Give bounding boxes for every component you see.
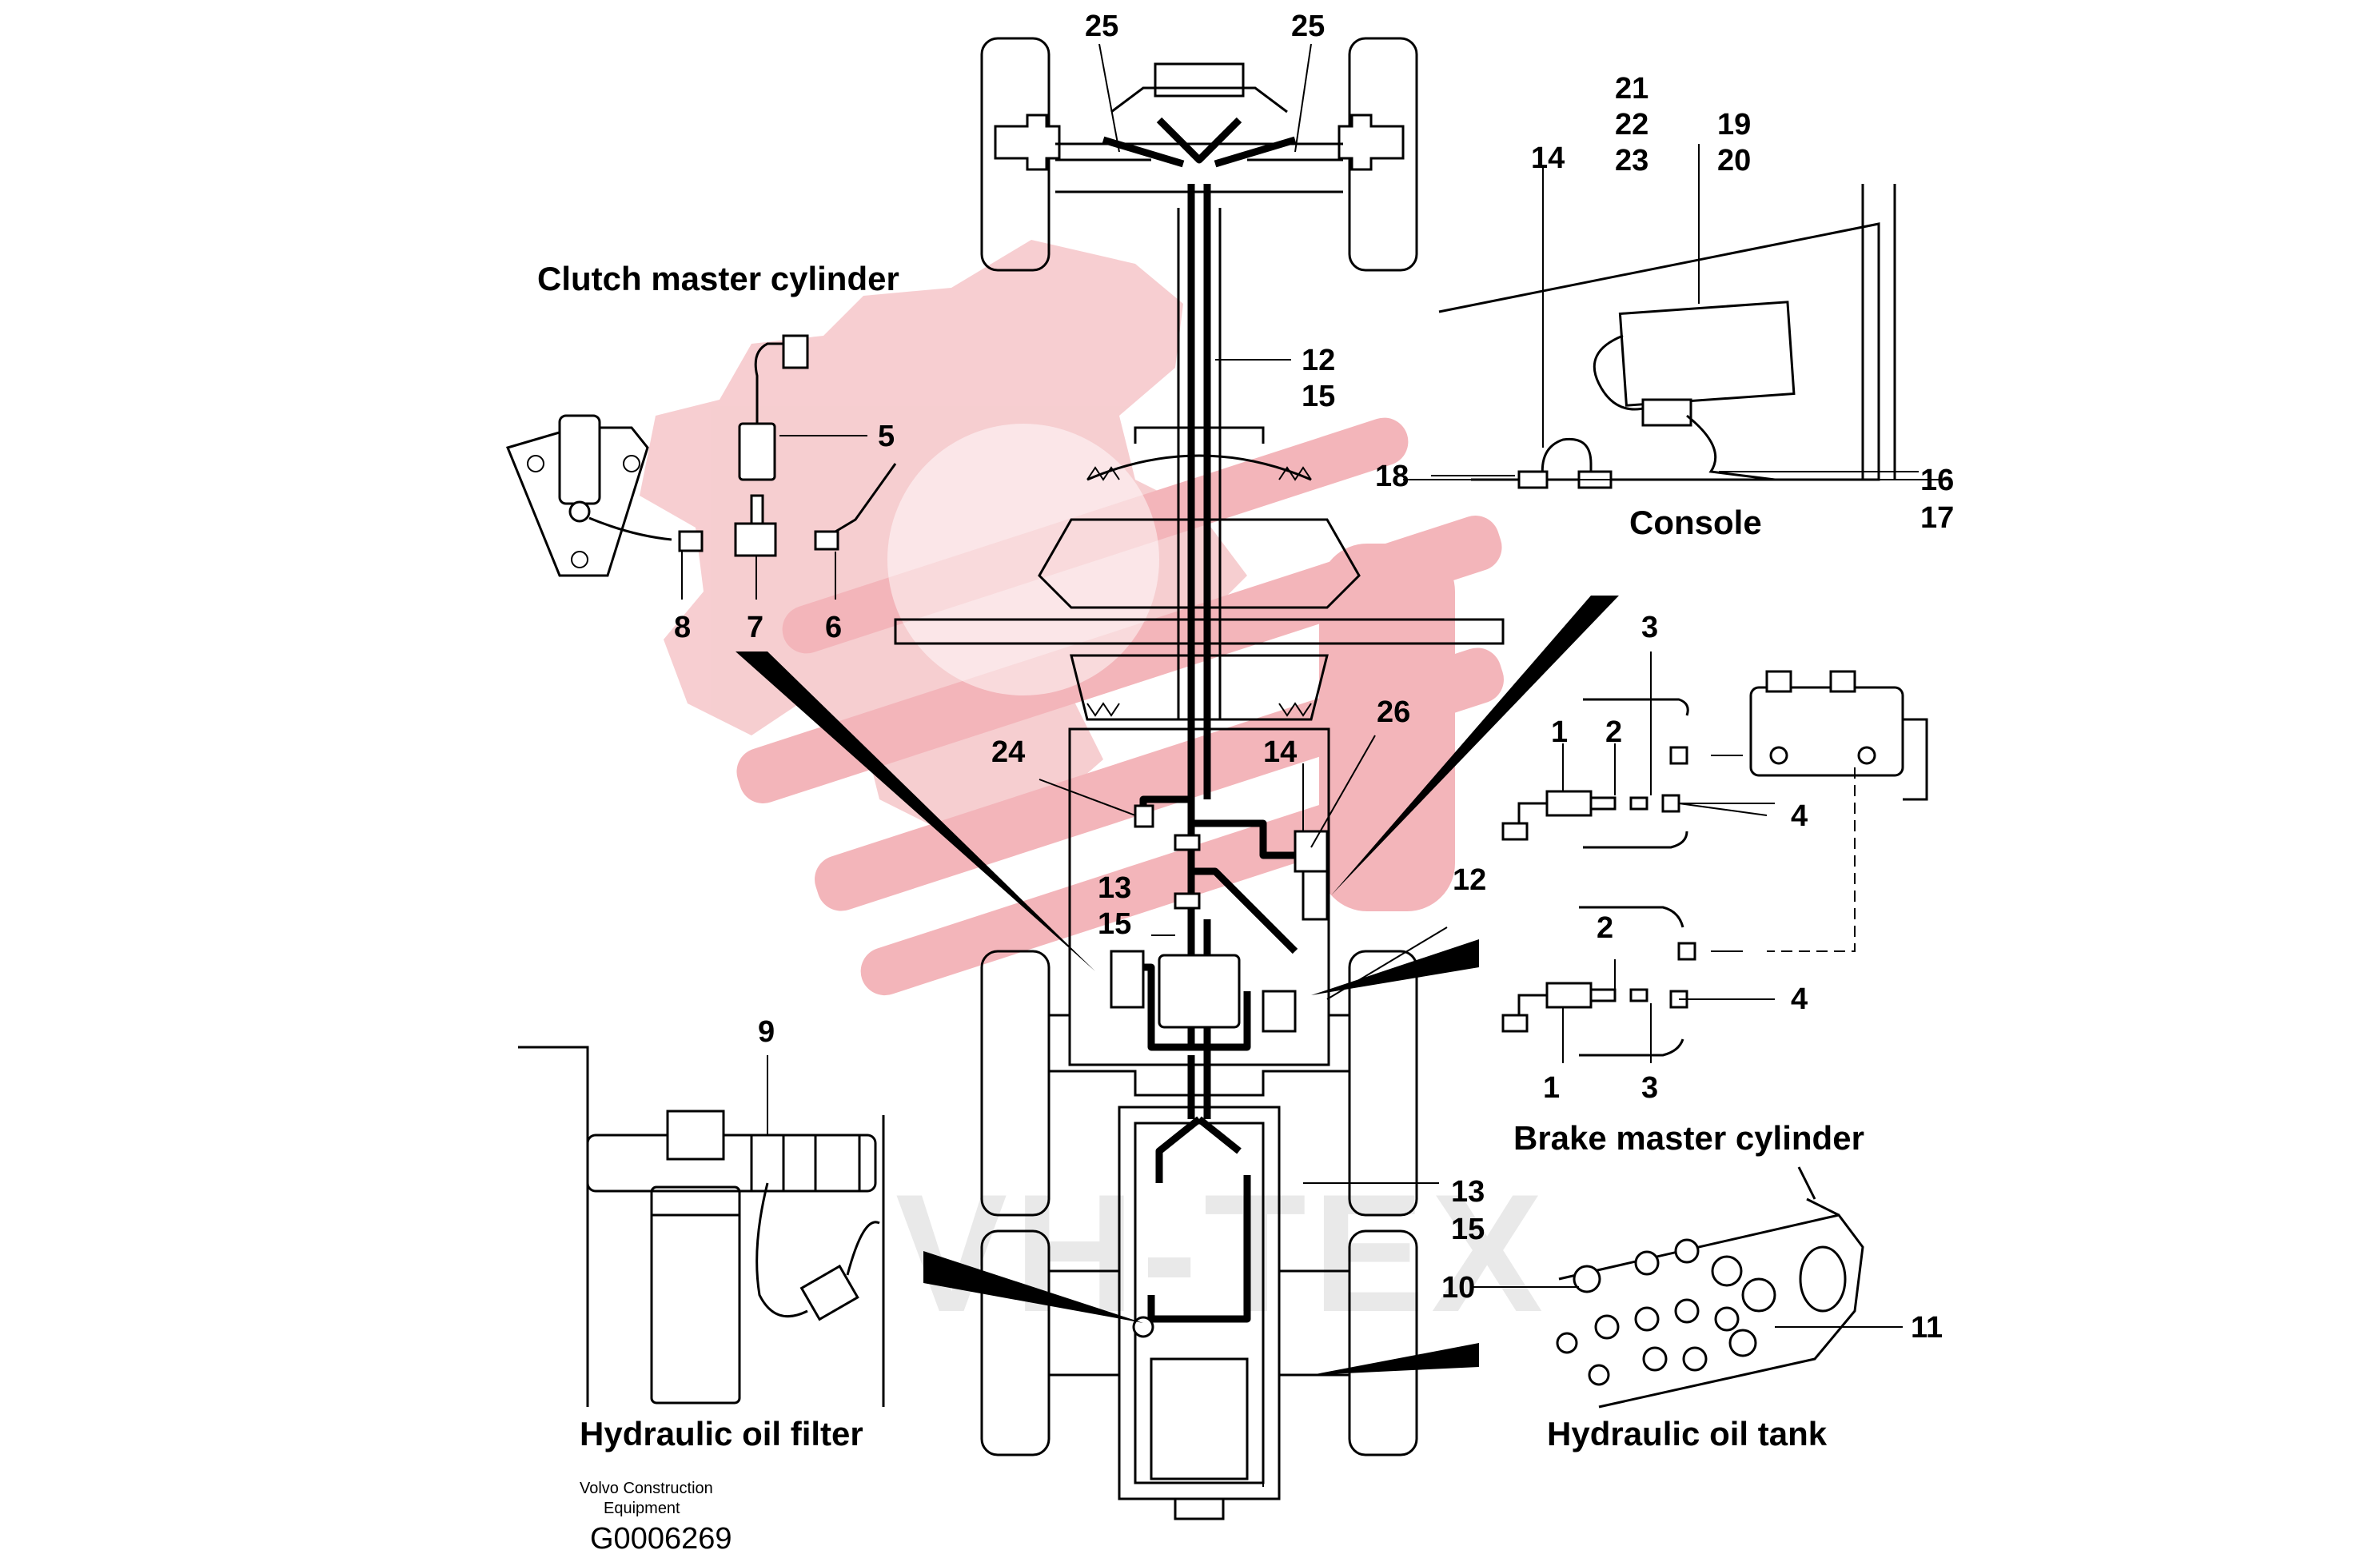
callout-7: 7	[747, 611, 763, 644]
maker-line2: Equipment	[604, 1500, 680, 1517]
callout-3: 3	[1641, 1071, 1658, 1105]
callout-12: 12	[1453, 863, 1486, 897]
maker-line1: Volvo Construction	[580, 1480, 713, 1497]
callout-2: 2	[1597, 911, 1613, 945]
section-titles: Clutch master cylinder Console Brake mas…	[537, 260, 1864, 1452]
callout-13: 13	[1451, 1175, 1485, 1209]
title-hydraulic-oil-tank: Hydraulic oil tank	[1547, 1415, 1828, 1452]
callout-1: 1	[1543, 1071, 1560, 1105]
callout-9: 9	[758, 1015, 775, 1049]
drawing-code: G0006269	[590, 1522, 732, 1556]
title-hydraulic-oil-filter: Hydraulic oil filter	[580, 1415, 863, 1452]
callout-11: 11	[1911, 1311, 1943, 1345]
callout-14: 14	[1531, 141, 1565, 175]
callout-16: 16	[1920, 464, 1954, 497]
console-detail	[1403, 144, 1919, 489]
hydraulic-oil-tank-detail	[1471, 1166, 1903, 1409]
callout-20: 20	[1717, 144, 1751, 177]
callout-25: 25	[1085, 10, 1118, 43]
callout-2: 2	[1605, 715, 1622, 749]
title-console: Console	[1629, 504, 1762, 541]
title-brake-master-cylinder: Brake master cylinder	[1513, 1119, 1864, 1157]
callout-13: 13	[1098, 871, 1131, 905]
callout-1: 1	[1551, 715, 1568, 749]
callout-22: 22	[1615, 108, 1648, 141]
callout-19: 19	[1717, 108, 1751, 141]
callout-25: 25	[1291, 10, 1325, 43]
callout-24: 24	[991, 735, 1025, 769]
callout-10: 10	[1441, 1271, 1475, 1305]
title-clutch-master-cylinder: Clutch master cylinder	[537, 260, 899, 297]
callout-21: 21	[1615, 72, 1648, 106]
leader-lines	[1039, 43, 1951, 1487]
callout-4: 4	[1791, 799, 1808, 833]
callout-4: 4	[1791, 982, 1808, 1016]
callout-26: 26	[1377, 695, 1410, 729]
callout-18: 18	[1375, 460, 1409, 493]
callout-12: 12	[1302, 344, 1335, 377]
callout-23: 23	[1615, 144, 1648, 177]
callout-numbers: 25 25 21 22 23 19 20 14 12 15 5 18 16 17…	[674, 10, 1954, 1345]
callout-3: 3	[1641, 611, 1658, 644]
pointer-wedges	[736, 596, 1619, 1375]
clutch-master-cylinder-detail	[505, 334, 897, 600]
hydraulic-oil-filter-detail	[518, 1046, 885, 1407]
cable-harness	[1102, 117, 1329, 1338]
callout-15: 15	[1451, 1213, 1485, 1246]
callout-15: 15	[1302, 380, 1335, 413]
callout-6: 6	[825, 611, 842, 644]
callout-5: 5	[878, 420, 895, 453]
machine-chassis	[894, 37, 1505, 1520]
brake-master-cylinder-detail	[1501, 651, 1928, 1063]
callout-15: 15	[1098, 907, 1131, 941]
footer: Volvo Construction Equipment G0006269	[580, 1480, 732, 1556]
callout-17: 17	[1920, 501, 1954, 535]
callout-14: 14	[1263, 735, 1297, 769]
callout-8: 8	[674, 611, 691, 644]
